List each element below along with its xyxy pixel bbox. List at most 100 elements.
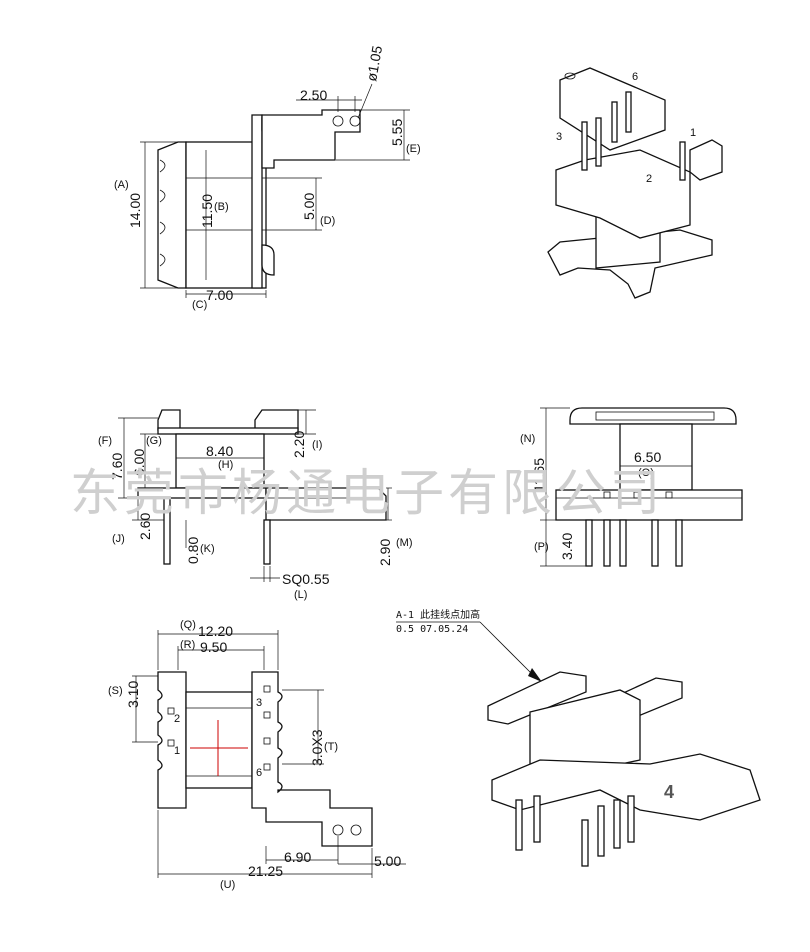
dim-12-2: 12.20 [198,623,233,639]
label-l: (L) [294,589,307,601]
dim-2-9: 2.90 [377,539,393,566]
top-view: 14.00 (A) 11.50 (B) 5.00 (D) 7.00 (C) 2.… [114,44,421,311]
label-b: (B) [214,201,229,213]
label-g: (G) [146,435,162,447]
iso-pin [515,799,523,851]
dim-2-6: 2.60 [137,513,153,540]
bottom-hole [332,824,344,836]
bottom-right-flange [251,671,373,847]
dim-7: 7.00 [206,287,233,303]
iso-left-flange [487,671,587,725]
front-top-flange [569,407,737,425]
pin-hole [332,115,344,127]
dim-8-4: 8.40 [206,443,233,459]
label-c: (C) [192,299,207,311]
note-line-2: 0.5 07.05.24 [396,624,468,635]
label-u: (U) [220,879,235,891]
dim-14: 14.00 [127,193,143,228]
right-flange [251,114,263,289]
dim-6: 6.00 [131,449,147,476]
bottom-view: 2 1 3 6 12.20 (Q) 9.50 (R) 3.10 (S) 3.0X… [108,619,406,891]
pin-label-6b: 6 [256,767,262,779]
label-f: (F) [98,435,112,447]
top-flange [157,427,299,435]
dim-hole-dia: ø1.05 [363,44,385,82]
pin-label-3: 3 [556,131,562,143]
pin-label-6: 6 [632,71,638,83]
label-j: (J) [112,533,125,545]
dim-2-5: 2.50 [300,87,327,103]
front-pin [603,519,611,567]
iso-mark-4: 4 [664,782,674,802]
left-flange [157,141,187,289]
label-t: (T) [324,741,338,753]
pin-6 [611,101,618,143]
label-h: (H) [218,459,233,471]
label-r: (R) [180,639,195,651]
front-view: 11.65 (N) 6.50 (O) 3.40 (P) [520,407,743,567]
front-pin [585,519,593,567]
iso-pin [613,799,621,849]
dim-11-65: 11.65 [531,458,547,492]
pin-hole [349,115,361,127]
front-pin [675,519,683,567]
iso-pin [627,795,635,843]
dim-3-1: 3.10 [125,681,141,708]
pin [625,91,632,133]
dim-5-55: 5.55 [389,119,405,146]
dim-0-8: 0.80 [185,537,201,564]
pin-arm [261,109,361,169]
pin-1 [679,141,686,181]
dim-3-4: 3.40 [559,533,575,560]
label-n: (N) [520,433,535,445]
iso-top-view: 6 3 1 2 [547,67,723,299]
iso-pin [533,795,541,843]
iso-pin [597,805,605,857]
front-base [555,489,743,521]
dim-11-5: 11.50 [199,194,215,228]
label-d: (D) [320,215,335,227]
iso-bottom-view: A-1 此挂线点加高 0.5 07.05.24 4 [396,608,761,867]
label-o: (O) [638,467,654,479]
label-a: (A) [114,179,129,191]
bottom-hole [350,824,362,836]
dim-2-2: 2.20 [291,431,307,458]
pin-label-3b: 3 [256,697,262,709]
dim-3x3: 3.0X3 [309,729,325,766]
label-k: (K) [200,543,215,555]
side-view: 7.60 (F) 6.00 (G) 8.40 (H) 2.20 (I) 2.60… [98,409,413,601]
front-body [619,423,693,491]
iso-pin [581,819,589,867]
dim-7-6: 7.60 [109,453,125,480]
label-s: (S) [108,685,123,697]
dim-6-9: 6.90 [284,849,311,865]
dim-sq: SQ0.55 [282,571,330,587]
iso-base [491,753,761,821]
upper-flange [555,149,691,239]
pin [595,117,602,167]
pin-label-1b: 1 [174,745,180,757]
label-m: (M) [396,537,413,549]
side-pin [263,519,271,565]
dim-21-25: 21.25 [248,863,283,879]
dim-6-5: 6.50 [634,449,661,465]
label-e: (E) [406,143,421,155]
pin-label-1: 1 [690,127,696,139]
pin-label-2: 2 [646,173,652,185]
label-p: (P) [534,541,549,553]
front-pin [651,519,659,567]
dim-5: 5.00 [301,193,317,220]
dim-9-5: 9.50 [200,639,227,655]
label-q: (Q) [180,619,196,631]
side-pin [163,497,171,565]
label-i: (I) [312,439,322,451]
pin-3 [581,121,588,171]
front-pin [619,519,627,567]
bottom-body [185,691,253,789]
side-pin-arm [265,487,387,521]
watermark: 东莞市杨通电子有限公司 [70,464,664,522]
note-line-1: A-1 此挂线点加高 [396,608,480,621]
dim-5-b: 5.00 [374,853,401,869]
